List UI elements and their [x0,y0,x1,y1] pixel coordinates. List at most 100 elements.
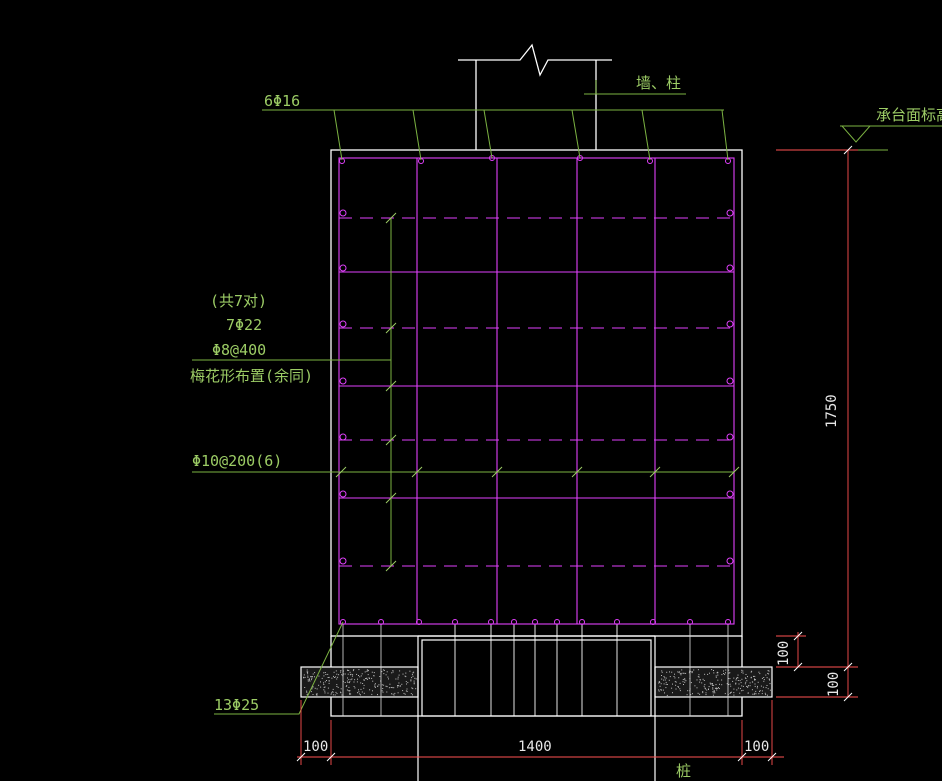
concrete-speckle [686,694,688,696]
bottom-bar-tails [342,625,729,716]
concrete-speckle [705,688,706,690]
concrete-speckle [748,685,749,687]
concrete-speckle [366,669,368,671]
concrete-speckle [745,674,747,675]
top-bar-label: 6Φ16 [264,92,300,110]
concrete-speckle [337,686,339,688]
concrete-speckle [713,691,715,693]
concrete-speckle [675,681,677,683]
concrete-speckle [712,694,714,696]
concrete-speckle [665,677,667,679]
concrete-speckle [391,687,393,689]
concrete-speckle [730,691,732,693]
concrete-speckle [374,686,376,688]
concrete-speckle [314,676,315,678]
concrete-speckle [411,677,413,679]
concrete-speckle [411,674,413,676]
concrete-speckle [324,686,326,688]
concrete-speckle [363,687,365,689]
wall-column-stub [458,43,612,150]
concrete-speckle [316,688,318,690]
concrete-speckle [412,688,414,690]
concrete-speckle [765,674,767,676]
concrete-speckle [679,688,681,690]
concrete-speckle [680,674,682,676]
concrete-speckle [744,683,746,685]
concrete-speckle [704,684,706,686]
concrete-speckle [674,677,676,679]
concrete-speckle [715,675,717,677]
concrete-speckle [742,685,744,687]
concrete-speckle [318,675,320,677]
concrete-speckle [678,677,680,679]
concrete-speckle [331,692,333,694]
concrete-speckle [693,669,695,671]
concrete-speckle [754,678,755,680]
concrete-speckle [311,679,312,681]
concrete-speckle [739,680,741,682]
concrete-speckle [369,689,371,691]
concrete-speckle [362,683,364,684]
concrete-speckle [311,688,313,690]
concrete-speckle [360,682,362,684]
concrete-speckle [332,694,334,696]
concrete-speckle [755,679,756,681]
concrete-speckle [382,688,384,689]
concrete-speckle [368,677,370,679]
concrete-speckle [306,671,308,673]
concrete-speckle [399,670,401,672]
concrete-speckle [687,690,689,692]
concrete-speckle [752,693,754,695]
concrete-speckle [659,682,661,683]
concrete-speckle [709,682,711,684]
concrete-speckle [371,671,373,673]
concrete-speckle [721,679,723,681]
concrete-speckle [340,691,341,693]
concrete-speckle [401,683,403,685]
concrete-speckle [717,679,719,681]
concrete-speckle [348,679,350,681]
concrete-speckle [306,694,308,696]
concrete-speckle [682,672,684,674]
concrete-speckle [311,677,313,679]
concrete-speckle [749,682,751,684]
concrete-speckle [680,672,682,674]
concrete-speckle [735,683,737,685]
concrete-speckle [665,687,667,689]
concrete-speckle [323,689,325,691]
concrete-speckle [741,671,743,673]
concrete-speckle [662,689,664,691]
concrete-speckle [333,675,334,677]
concrete-speckle [677,671,679,673]
concrete-speckle [769,689,771,691]
concrete-speckle [739,688,741,690]
concrete-speckle [658,690,660,692]
concrete-speckle [312,694,314,695]
concrete-speckle [699,693,701,695]
concrete-speckle [350,679,352,681]
side-bars-dashed [339,217,734,567]
dim-total-height: 1750 [824,394,840,428]
concrete-speckle [712,692,714,694]
concrete-speckle [737,677,739,679]
pile-label: 桩 [676,762,691,780]
concrete-speckle [766,685,768,686]
concrete-speckle [371,693,373,695]
concrete-speckle [682,681,684,683]
concrete-speckle [406,690,408,692]
concrete-speckle [364,671,366,673]
concrete-speckle [762,686,764,688]
concrete-speckle [726,683,728,685]
concrete-speckle [340,692,342,694]
concrete-speckle [306,691,308,693]
concrete-speckle [306,669,308,671]
concrete-speckle [698,676,700,678]
concrete-speckle [702,678,704,680]
concrete-speckle [310,676,312,678]
concrete-speckle [415,688,417,690]
concrete-speckle [664,677,666,679]
concrete-speckle [350,693,352,695]
concrete-speckle [685,680,687,682]
concrete-speckle [307,675,309,677]
concrete-speckle [405,681,407,683]
